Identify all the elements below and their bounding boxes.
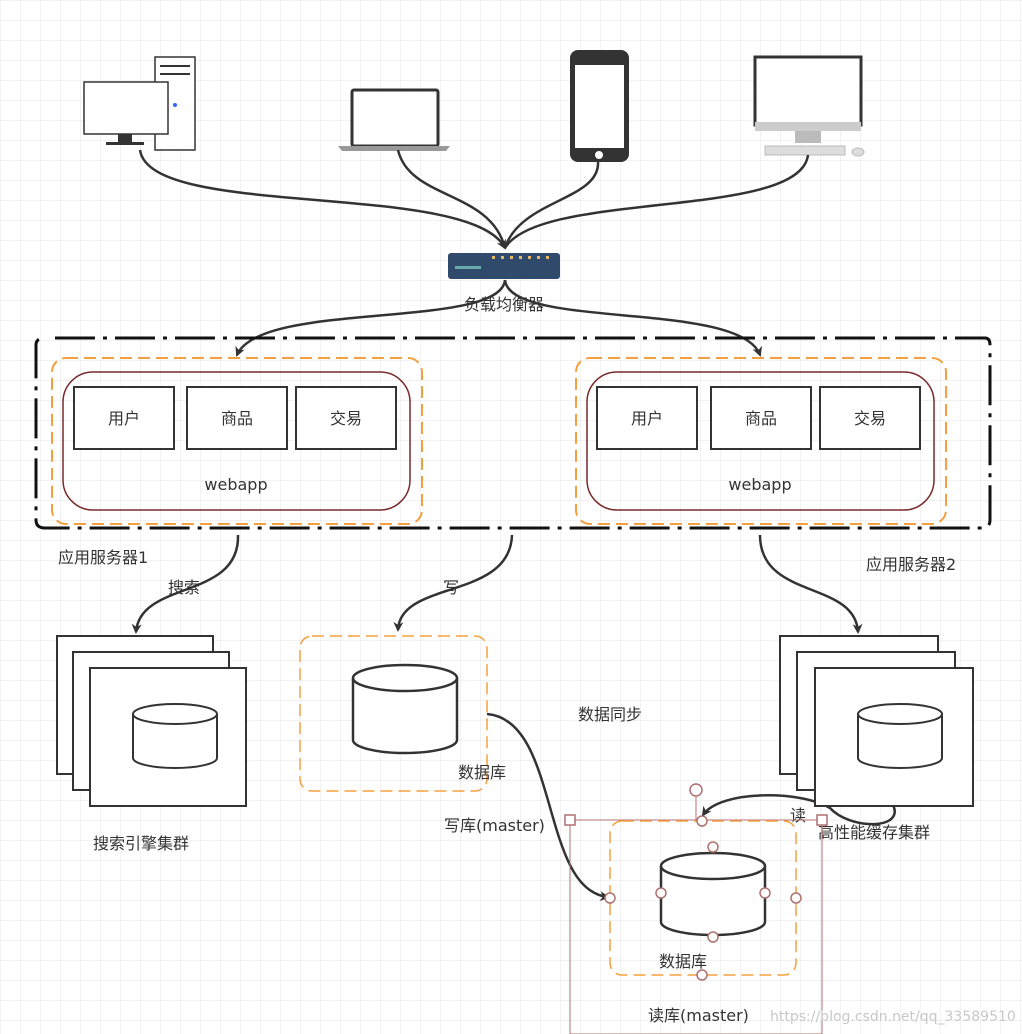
module-product[interactable] xyxy=(710,386,812,450)
app-server-2: 用户 商品 交易 webapp xyxy=(575,357,947,525)
module-product-label: 商品 xyxy=(221,409,253,428)
edge-sync-label: 数据同步 xyxy=(578,705,642,724)
app-server-2-label: 应用服务器2 xyxy=(866,555,956,574)
edge-search-label: 搜索 xyxy=(168,578,200,597)
module-trade-label: 交易 xyxy=(854,409,886,428)
read-db-label: 数据库 xyxy=(659,952,707,971)
webapp-label: webapp xyxy=(728,475,791,494)
cache-cluster-label: 高性能缓存集群 xyxy=(818,823,930,842)
app-server-1: 用户 商品 交易 webapp xyxy=(51,357,423,525)
client-connectors xyxy=(138,149,810,250)
read-db[interactable] xyxy=(564,783,828,1034)
search-cluster-label: 搜索引擎集群 xyxy=(93,834,189,853)
module-product-label: 商品 xyxy=(745,409,777,428)
server-cluster-boundary xyxy=(34,336,992,530)
module-user-label: 用户 xyxy=(631,409,663,428)
read-db-caption: 读库(master) xyxy=(648,1006,749,1025)
module-trade[interactable] xyxy=(295,386,397,450)
smartphone-icon xyxy=(570,50,629,162)
write-db-label: 数据库 xyxy=(458,763,506,782)
edge-read-label: 读 xyxy=(790,806,806,825)
edge-write-label: 写 xyxy=(443,578,459,597)
desktop-tower-icon xyxy=(83,56,196,151)
selection-handles[interactable] xyxy=(564,783,828,981)
monitor-icon xyxy=(753,55,865,157)
load-balancer-label: 负载均衡器 xyxy=(464,295,544,314)
write-db-caption: 写库(master) xyxy=(444,816,545,835)
write-db xyxy=(299,635,488,792)
laptop-icon xyxy=(338,88,450,151)
cache-cluster-icon xyxy=(779,635,974,807)
webapp-label: webapp xyxy=(204,475,267,494)
watermark: https://blog.csdn.net/qq_33589510 xyxy=(770,1009,1016,1025)
module-user-label: 用户 xyxy=(108,409,140,428)
search-cluster-icon xyxy=(56,635,247,807)
module-user[interactable] xyxy=(596,386,698,450)
server-connectors xyxy=(131,534,896,902)
load-balancer-icon xyxy=(448,253,560,279)
module-trade[interactable] xyxy=(819,386,921,450)
module-user[interactable] xyxy=(73,386,175,450)
module-product[interactable] xyxy=(186,386,288,450)
module-trade-label: 交易 xyxy=(330,409,362,428)
app-server-1-label: 应用服务器1 xyxy=(58,548,148,567)
